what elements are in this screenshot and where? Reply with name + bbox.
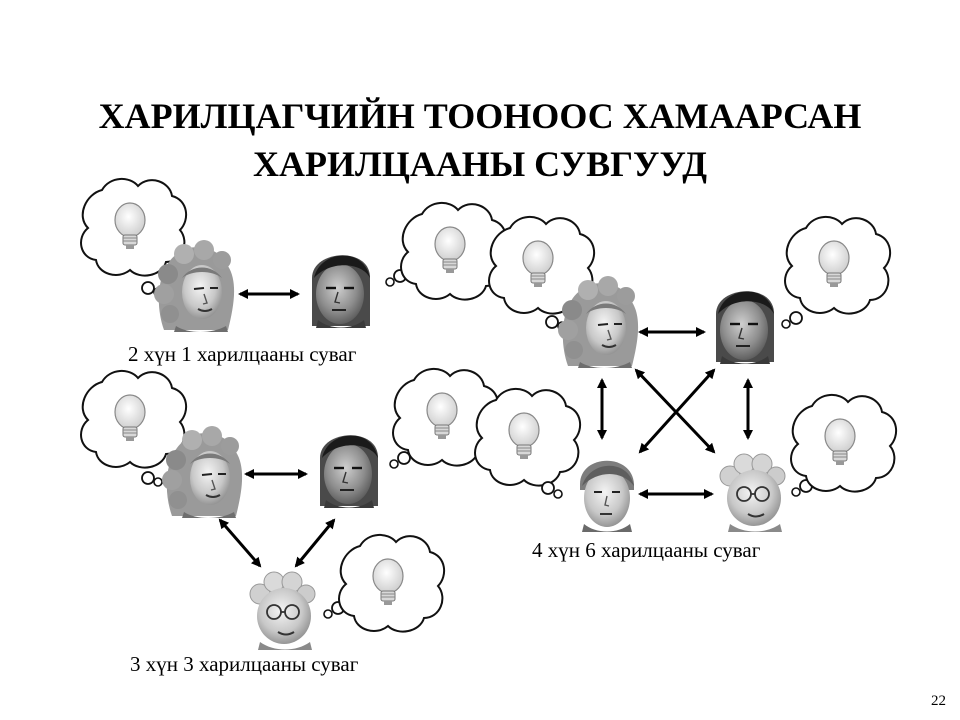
man-face-icon (310, 253, 372, 330)
caption-two-people: 2 хүн 1 харилцааны суваг (128, 342, 357, 366)
title-line-1: ХАРИЛЦАГЧИЙН ТООНООС ХАМААРСАН (98, 96, 862, 136)
man-face-icon (714, 289, 776, 366)
old-man-with-glasses-icon (249, 571, 316, 651)
thought-bubble-lightbulb-icon (784, 215, 892, 315)
thought-bubble-lightbulb-icon (474, 387, 582, 487)
thought-bubble-lightbulb-icon (338, 533, 446, 633)
channel-arrow (218, 518, 262, 568)
page-number: 22 (931, 693, 946, 709)
thought-bubble-lightbulb-icon (790, 393, 898, 493)
group-four-people (474, 215, 898, 533)
slide-title: ХАРИЛЦАГЧИЙН ТООНООС ХАМААРСАН ХАРИЛЦААН… (0, 92, 960, 188)
man-face-icon (318, 433, 380, 510)
old-man-with-glasses-icon (719, 453, 786, 533)
channel-arrow (638, 368, 716, 454)
caption-four-people: 4 хүн 6 харилцааны суваг (532, 538, 761, 562)
caption-three-people: 3 хүн 3 харилцааны суваг (130, 652, 359, 676)
young-man-face-icon (579, 459, 635, 533)
channel-arrow (294, 518, 336, 568)
group-two-people (80, 177, 508, 333)
group-three-people (80, 367, 500, 651)
title-line-2: ХАРИЛЦААНЫ СУВГУУД (253, 144, 707, 184)
